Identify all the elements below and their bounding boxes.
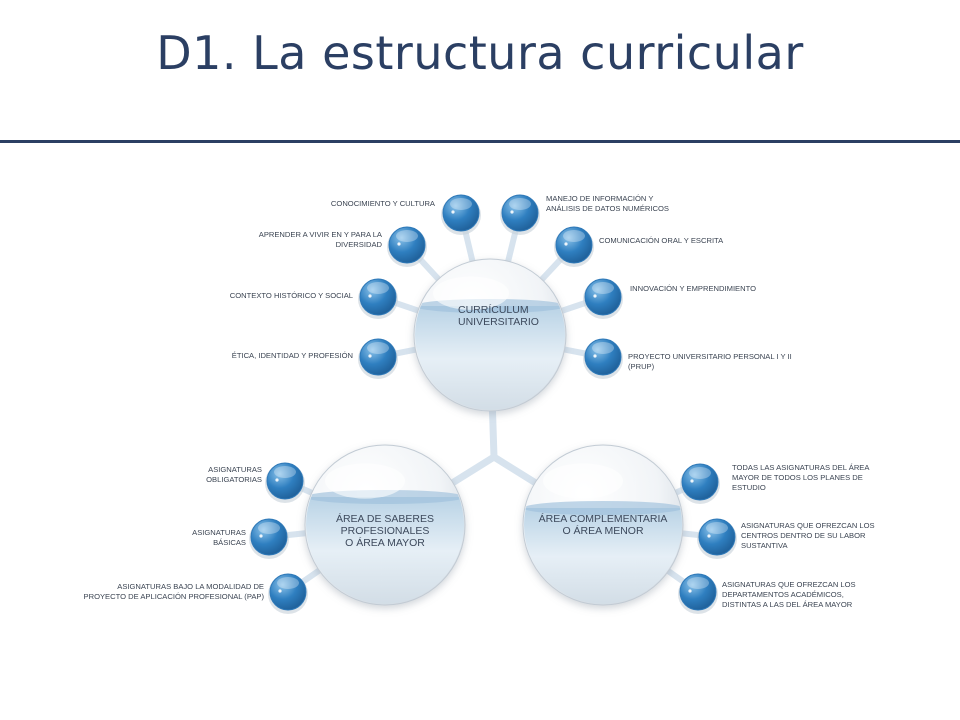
node-label: CONOCIMIENTO Y CULTURA bbox=[331, 199, 436, 208]
node-label: CONTEXTO HISTÓRICO Y SOCIAL bbox=[230, 291, 353, 300]
satellite-node bbox=[265, 462, 305, 503]
satellite-node bbox=[583, 338, 623, 379]
satellite-node bbox=[500, 194, 540, 235]
satellite-node bbox=[268, 573, 308, 614]
satellite-node bbox=[680, 463, 720, 504]
node-label: INNOVACIÓN Y EMPRENDIMIENTO bbox=[630, 284, 756, 293]
node-label: COMUNICACIÓN ORAL Y ESCRITA bbox=[599, 236, 724, 245]
satellite-node bbox=[249, 518, 289, 559]
title-divider bbox=[0, 140, 960, 143]
satellite-node bbox=[678, 573, 718, 614]
hub-link-minor bbox=[490, 453, 543, 489]
node-label: ÉTICA, IDENTIDAD Y PROFESIÓN bbox=[232, 351, 353, 360]
satellite-node bbox=[554, 226, 594, 267]
satellite-node bbox=[358, 338, 398, 379]
satellite-node bbox=[441, 194, 481, 235]
page-title: D1. La estructura curricular bbox=[156, 26, 804, 80]
node-label: PROYECTO UNIVERSITARIO PERSONAL I Y II(P… bbox=[628, 352, 792, 371]
satellite-node bbox=[358, 278, 398, 319]
satellite-node bbox=[583, 278, 623, 319]
hub-link-main bbox=[488, 403, 498, 461]
hub-link-major bbox=[445, 453, 498, 489]
satellite-node bbox=[697, 518, 737, 559]
satellite-node bbox=[387, 226, 427, 267]
